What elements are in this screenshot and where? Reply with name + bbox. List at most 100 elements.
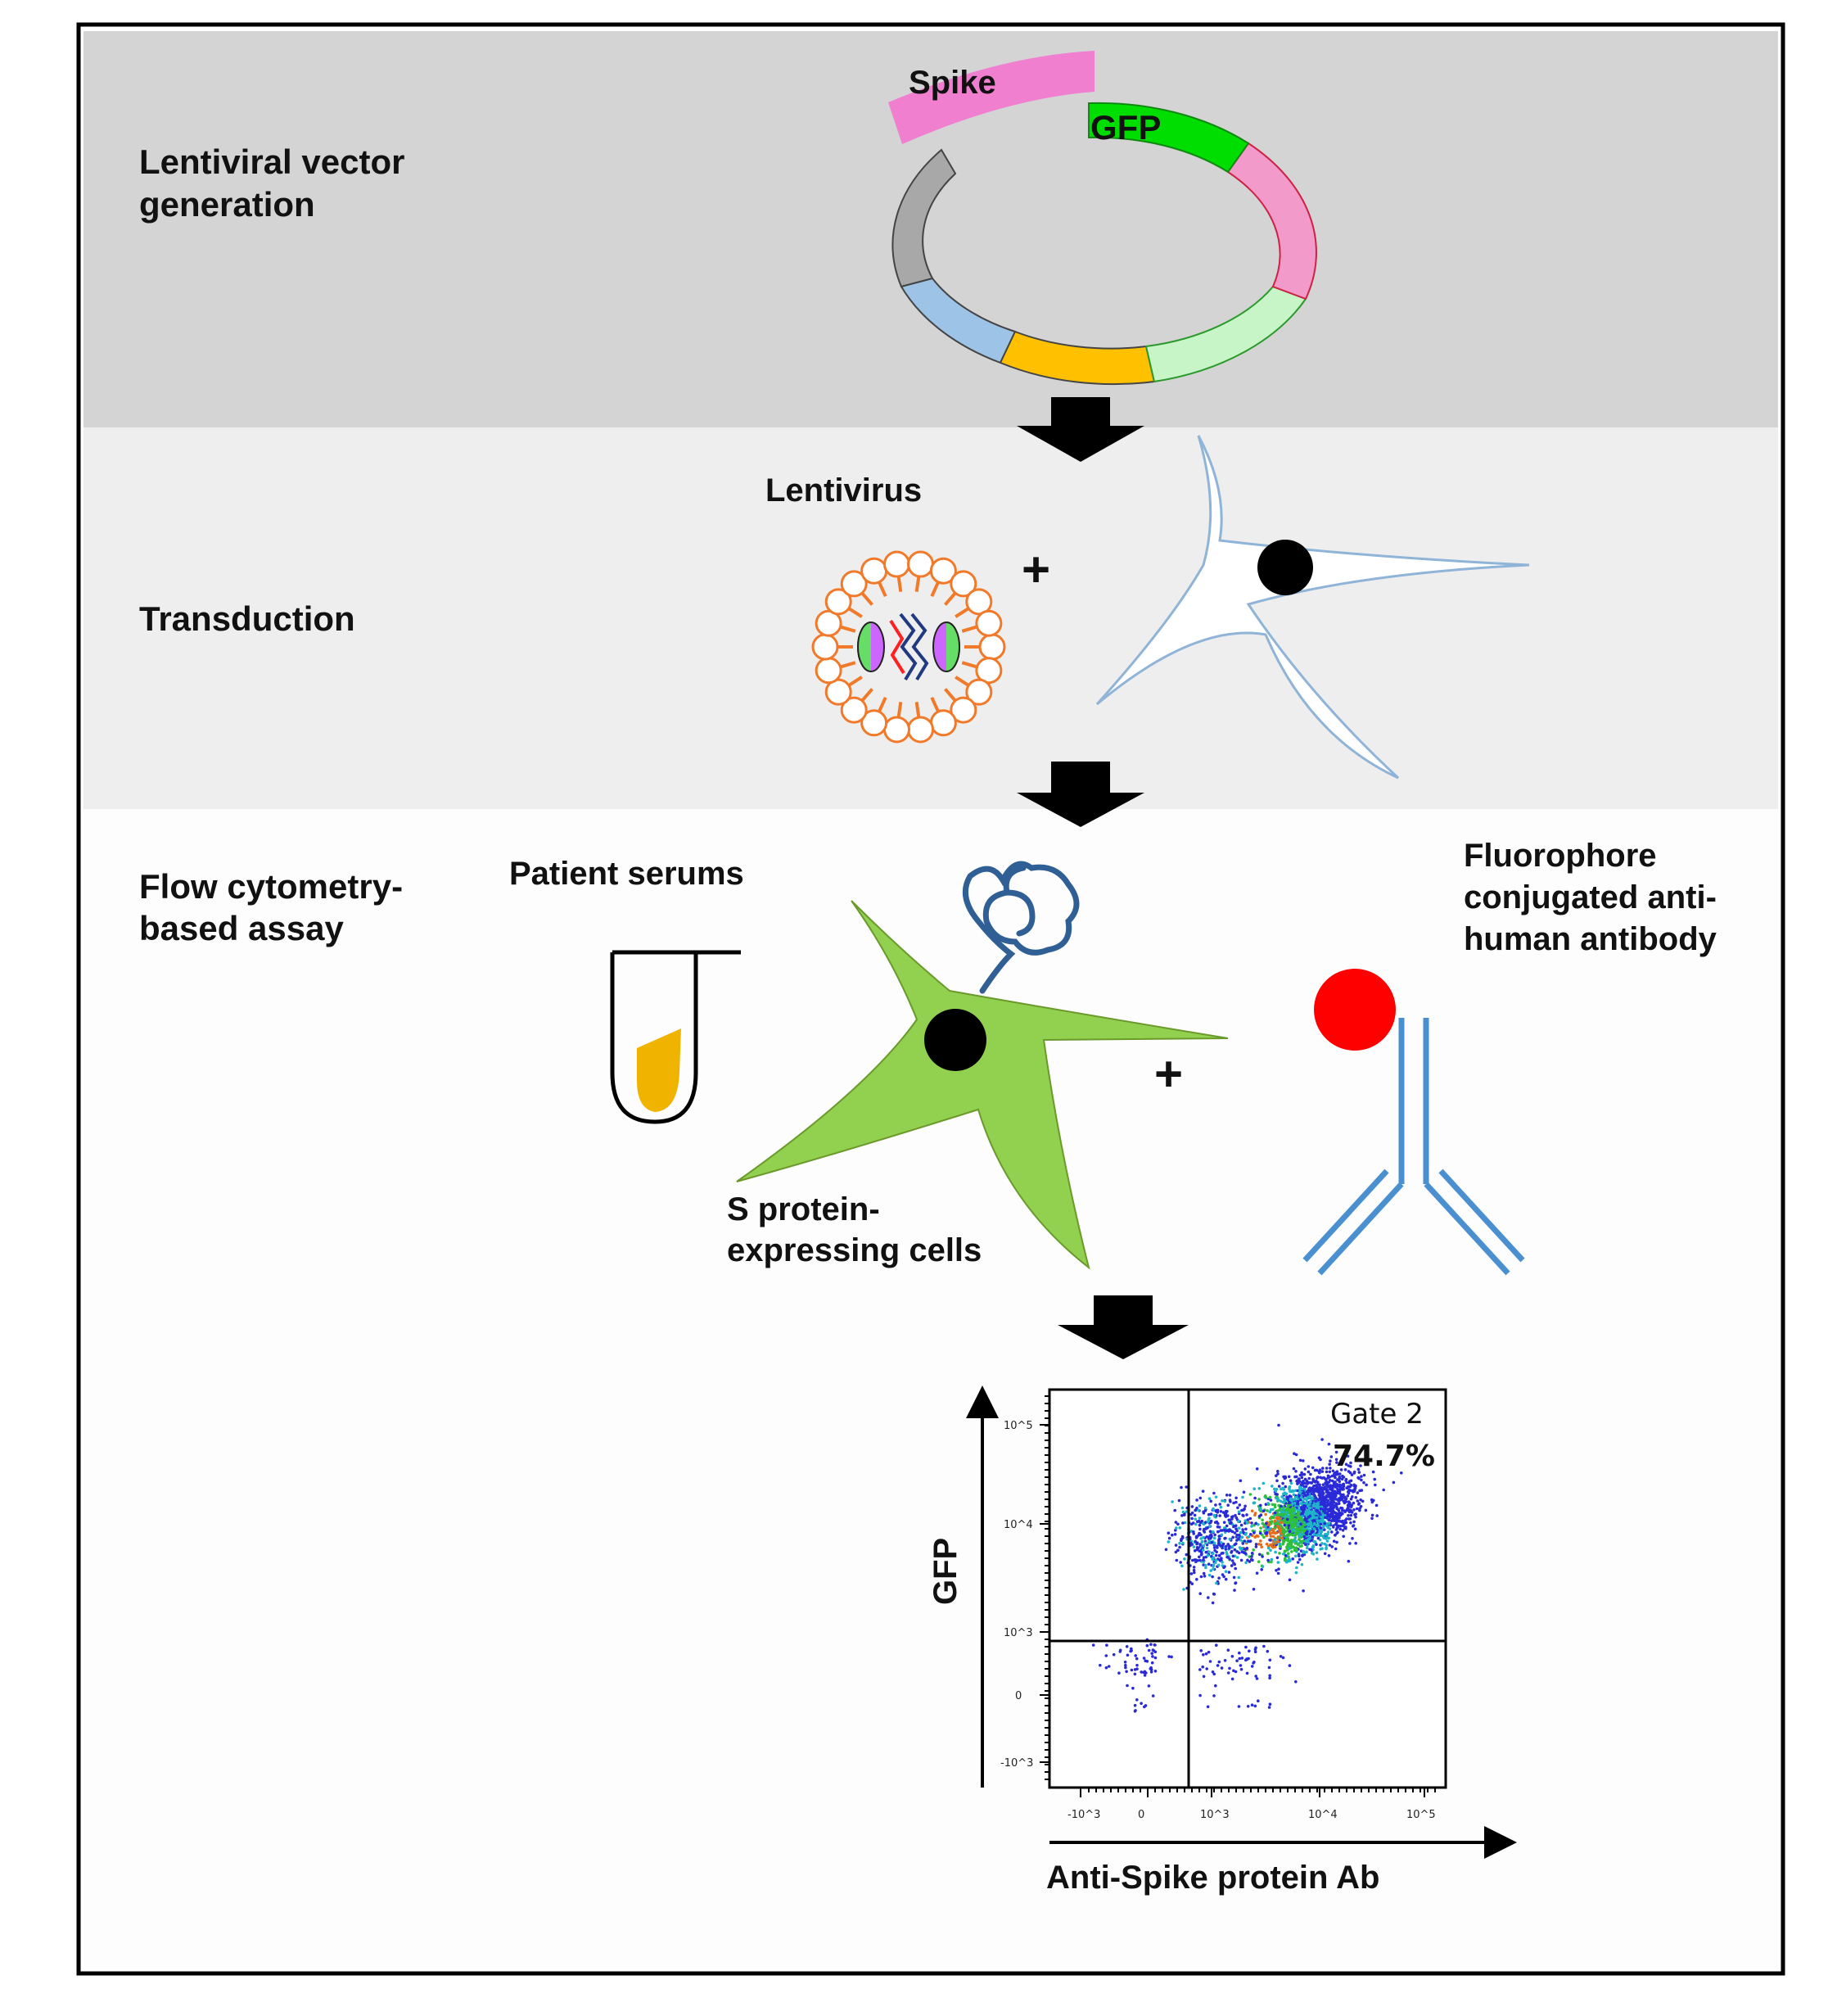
scatter-point — [1311, 1497, 1314, 1500]
scatter-point — [1309, 1472, 1312, 1476]
scatter-point — [1325, 1467, 1329, 1470]
scatter-point — [1288, 1488, 1291, 1491]
scatter-point — [1237, 1537, 1240, 1541]
lipid-tail — [839, 625, 856, 633]
scatter-point — [1322, 1503, 1326, 1507]
scatter-point — [1294, 1680, 1298, 1684]
scatter-point — [1241, 1495, 1244, 1499]
scatter-point — [1326, 1485, 1330, 1489]
scatter-point — [1171, 1500, 1174, 1503]
scatter-point — [1253, 1704, 1257, 1708]
scatter-point — [1217, 1535, 1221, 1538]
scatter-point — [1334, 1534, 1337, 1537]
lipid-tail — [877, 697, 887, 713]
scatter-point — [1277, 1526, 1280, 1530]
scatter-point — [1234, 1500, 1238, 1504]
scatter-point — [1203, 1506, 1207, 1510]
scatter-point — [1130, 1668, 1134, 1672]
scatter-point — [1202, 1544, 1206, 1548]
scatter-point — [1307, 1511, 1311, 1514]
scatter-point — [1270, 1557, 1274, 1562]
scatter-point — [1334, 1547, 1338, 1551]
scatter-point — [1320, 1494, 1324, 1498]
scatter-point — [1189, 1522, 1194, 1526]
scatter-point — [1257, 1514, 1262, 1518]
scatter-point — [1212, 1546, 1216, 1549]
cell-nucleus — [1257, 540, 1313, 595]
scatter-point — [1283, 1523, 1286, 1527]
scatter-point — [1292, 1545, 1295, 1549]
scatter-point — [1233, 1589, 1236, 1592]
fluorophore-icon — [1314, 969, 1396, 1051]
scatter-point — [1257, 1699, 1260, 1702]
scatter-point — [1264, 1526, 1267, 1529]
scatter-point — [1307, 1476, 1311, 1480]
scatter-point — [1312, 1539, 1316, 1544]
scatter-point — [1326, 1530, 1330, 1534]
y-tick-label: 10^4 — [1004, 1519, 1033, 1531]
scatter-point — [1167, 1655, 1171, 1658]
scatter-point — [1232, 1501, 1235, 1505]
scatter-point — [1310, 1524, 1314, 1528]
scatter-point — [1257, 1560, 1261, 1563]
scatter-point — [1370, 1500, 1374, 1504]
scatter-point — [1199, 1537, 1203, 1540]
scatter-point — [1349, 1497, 1353, 1501]
rna-strand-blue — [899, 612, 918, 681]
scatter-point — [1244, 1658, 1248, 1662]
scatter-point — [1273, 1519, 1277, 1523]
scatter-point — [1235, 1659, 1239, 1662]
lipid-head — [950, 696, 977, 724]
scatter-point — [1150, 1652, 1153, 1655]
scatter-point — [1302, 1535, 1307, 1539]
scatter-point — [1308, 1532, 1312, 1536]
plus-sign-1: + — [1022, 542, 1050, 597]
scatter-point — [1149, 1643, 1153, 1646]
scatter-point — [1243, 1519, 1247, 1522]
scatter-point — [1269, 1539, 1272, 1542]
scatter-point — [1201, 1521, 1205, 1526]
scatter-point — [1290, 1550, 1293, 1553]
scatter-point — [1324, 1506, 1327, 1509]
scatter-point — [1167, 1536, 1171, 1540]
scatter-point — [1302, 1551, 1307, 1554]
scatter-point — [1175, 1526, 1178, 1530]
scatter-point — [1296, 1523, 1299, 1526]
scatter-point — [1262, 1535, 1266, 1539]
scatter-point — [1234, 1581, 1237, 1585]
scatter-point — [1273, 1503, 1277, 1507]
scatter-point — [1325, 1470, 1329, 1474]
scatter-point — [1193, 1571, 1196, 1575]
scatter-point — [1327, 1442, 1331, 1446]
scatter-point — [1125, 1645, 1129, 1648]
scatter-point — [1251, 1558, 1254, 1562]
scatter-point — [1230, 1564, 1234, 1567]
scatter-point — [1298, 1473, 1302, 1477]
scatter-point — [1207, 1497, 1212, 1500]
x-tick-label: 10^4 — [1308, 1809, 1338, 1821]
scatter-point — [1235, 1533, 1239, 1537]
scatter-point — [1304, 1539, 1307, 1543]
scatter-point — [1352, 1525, 1355, 1528]
scatter-point — [1257, 1553, 1262, 1557]
scatter-point — [1142, 1670, 1145, 1675]
scatter-point — [1147, 1648, 1151, 1652]
scatter-point — [1289, 1479, 1293, 1482]
scatter-point — [1334, 1444, 1338, 1448]
scatter-point — [1243, 1507, 1246, 1511]
scatter-point — [1250, 1521, 1253, 1525]
scatter-point — [1145, 1660, 1149, 1663]
scatter-point — [1311, 1466, 1315, 1470]
scatter-point — [1190, 1511, 1194, 1515]
scatter-point — [1133, 1703, 1137, 1707]
lipid-tail — [860, 688, 873, 703]
scatter-point — [1195, 1498, 1198, 1502]
scatter-point — [1204, 1652, 1208, 1656]
scatter-point — [1262, 1509, 1266, 1512]
scatter-point — [1277, 1536, 1281, 1539]
scatter-point — [1342, 1496, 1346, 1499]
scatter-point — [1236, 1506, 1239, 1510]
scatter-point — [1123, 1661, 1127, 1664]
scatter-point — [1277, 1567, 1280, 1571]
scatter-point — [1237, 1510, 1241, 1513]
